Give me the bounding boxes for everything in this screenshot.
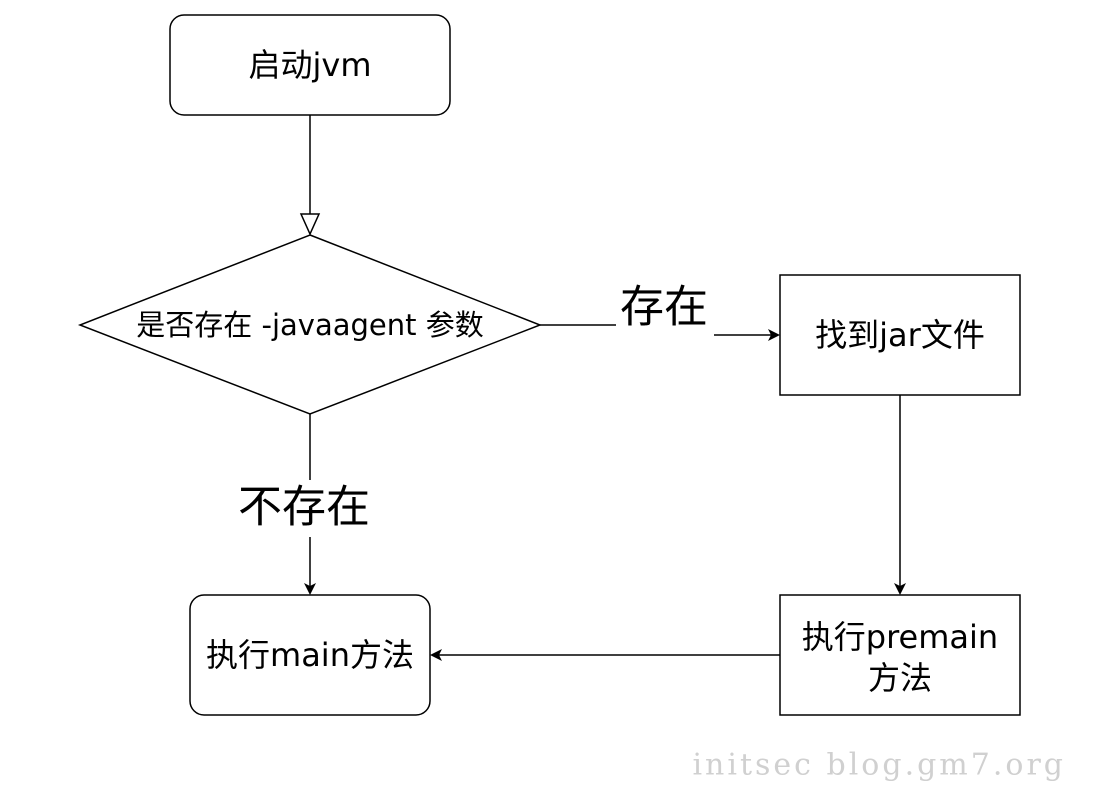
exec-premain-node-label-line2: 方法 <box>868 659 932 697</box>
edge-start-to-decision <box>299 115 321 236</box>
exec-premain-node: 执行premain 方法 <box>779 594 1021 716</box>
decision-node: 是否存在 -javaagent 参数 <box>77 234 543 415</box>
find-jar-node: 找到jar文件 <box>779 274 1021 396</box>
decision-node-label: 是否存在 -javaagent 参数 <box>136 308 483 342</box>
exec-main-node: 执行main方法 <box>189 594 431 716</box>
start-node-label: 启动jvm <box>248 46 371 84</box>
edge-not-exists-label: 不存在 <box>238 482 370 533</box>
edge-exists-label: 存在 <box>620 282 708 333</box>
exec-main-node-label: 执行main方法 <box>206 636 414 674</box>
find-jar-node-label: 找到jar文件 <box>815 316 985 354</box>
exec-premain-node-label-line1: 执行premain <box>802 618 998 656</box>
start-node: 启动jvm <box>169 14 451 116</box>
edge-not-exists: 不存在 <box>238 414 370 595</box>
edge-exists: 存在 <box>540 282 780 341</box>
watermark: initsec blog.gm7.org <box>692 748 1066 783</box>
